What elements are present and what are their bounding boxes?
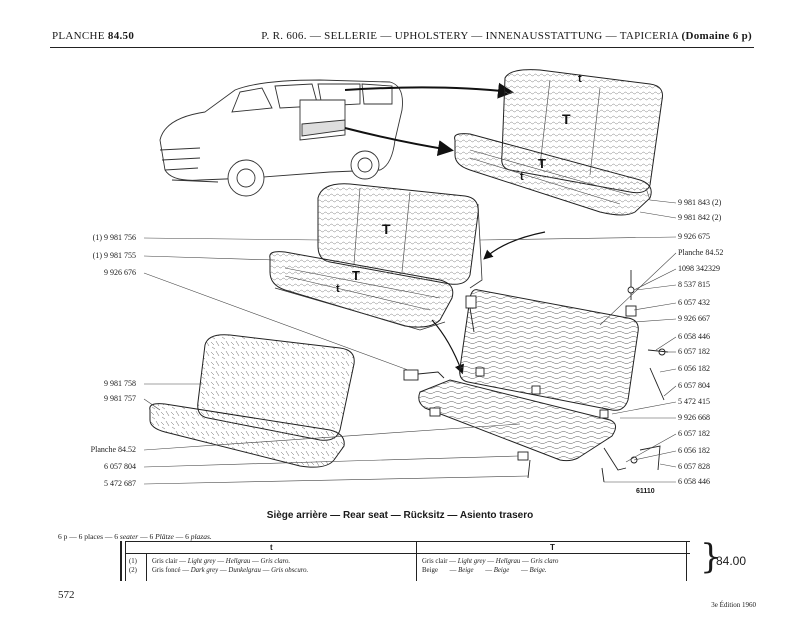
row-2-T: Beige — Beige — Beige — Beige. — [422, 567, 547, 574]
title-text: P. R. 606. — SELLERIE — UPHOLSTERY — INN… — [261, 30, 679, 42]
marker-T: T — [562, 111, 571, 127]
leader-lines-left — [143, 237, 529, 485]
label-right-17: 6 057 828 — [678, 462, 710, 471]
label-right-14: 9 926 668 — [678, 413, 710, 422]
row-1-t: Gris clair — Light grey — Hellgrau — Gri… — [152, 558, 291, 565]
hardware-parts — [403, 270, 669, 483]
label-left-5: 9 981 757 — [104, 394, 136, 403]
lower-seat-cushion — [149, 403, 345, 468]
page-title: P. R. 606. — SELLERIE — UPHOLSTERY — INN… — [261, 30, 752, 42]
label-right-12: 6 057 804 — [678, 381, 710, 390]
label-right-2: 9 981 842 (2) — [678, 213, 722, 222]
label-left-1: (1) 9 981 756 — [92, 233, 136, 242]
reference-code: 84.00 — [716, 554, 747, 568]
label-right-16: 6 056 182 — [678, 446, 710, 455]
planche-number: 84.50 — [107, 30, 135, 42]
figure-number: 61110 — [636, 488, 655, 495]
label-right-11: 6 056 182 — [678, 364, 710, 373]
label-left-6: Planche 84.52 — [90, 445, 136, 454]
label-right-18: 6 058 446 — [678, 477, 710, 486]
label-left-4: 9 981 758 — [104, 379, 136, 388]
edition-note: 3e Édition 1960 — [711, 601, 756, 609]
header-rule — [50, 47, 754, 48]
row-idx-1: (1) — [129, 558, 137, 565]
marker-T: T — [382, 221, 391, 237]
page-number: 572 — [58, 589, 75, 601]
marker-t: t — [520, 171, 524, 183]
figure-caption: Siège arrière — Rear seat — Rücksitz — A… — [266, 510, 534, 521]
row-1-T: Gris clair — Light grey — Hellgrau — Gri… — [422, 558, 559, 565]
marker-t: t — [578, 73, 582, 85]
row-2-t: Gris foncé — Dark grey — Dunkelgrau — Gr… — [152, 567, 309, 574]
marker-T: T — [352, 268, 360, 283]
col-header-t: t — [270, 543, 273, 552]
marker-t: t — [336, 283, 340, 295]
row-idx-2: (2) — [129, 567, 137, 574]
label-right-7: 6 057 432 — [678, 298, 710, 307]
marker-T: T — [538, 156, 546, 171]
folding-seat-base — [418, 379, 616, 462]
label-right-1: 9 981 843 (2) — [678, 198, 722, 207]
label-right-8: 9 926 667 — [678, 314, 710, 323]
label-right-15: 6 057 182 — [678, 429, 710, 438]
places-note: 6 p — 6 places — 6 seater — 6 Plätze — 6… — [58, 532, 212, 541]
upper-seat-cushion — [454, 133, 652, 216]
label-right-13: 5 472 415 — [678, 397, 710, 406]
label-left-8: 5 472 687 — [104, 479, 136, 488]
label-left-3: 9 926 676 — [104, 268, 136, 277]
label-right-3: 9 926 675 — [678, 232, 710, 241]
label-right-5: 1098 342329 — [678, 264, 720, 273]
planche-header: PLANCHE 84.50 — [52, 30, 134, 42]
brace-symbol: } — [700, 537, 722, 577]
label-left-7: 6 057 804 — [104, 462, 136, 471]
col-header-T: T — [550, 543, 555, 552]
color-table: t T (1) (2) Gris clair — Light grey — He… — [120, 541, 690, 581]
car-illustration — [159, 79, 403, 197]
leader-lines-right — [479, 187, 677, 483]
label-right-4: Planche 84.52 — [678, 248, 724, 257]
label-right-6: 8 537 815 — [678, 280, 710, 289]
planche-label: PLANCHE — [52, 30, 105, 42]
label-left-2: (1) 9 981 755 — [92, 251, 136, 260]
folding-seat-back — [459, 289, 639, 411]
label-right-9: 6 058 446 — [678, 332, 710, 341]
label-right-10: 6 057 182 — [678, 347, 710, 356]
domain-text: (Domaine 6 p) — [681, 30, 752, 42]
